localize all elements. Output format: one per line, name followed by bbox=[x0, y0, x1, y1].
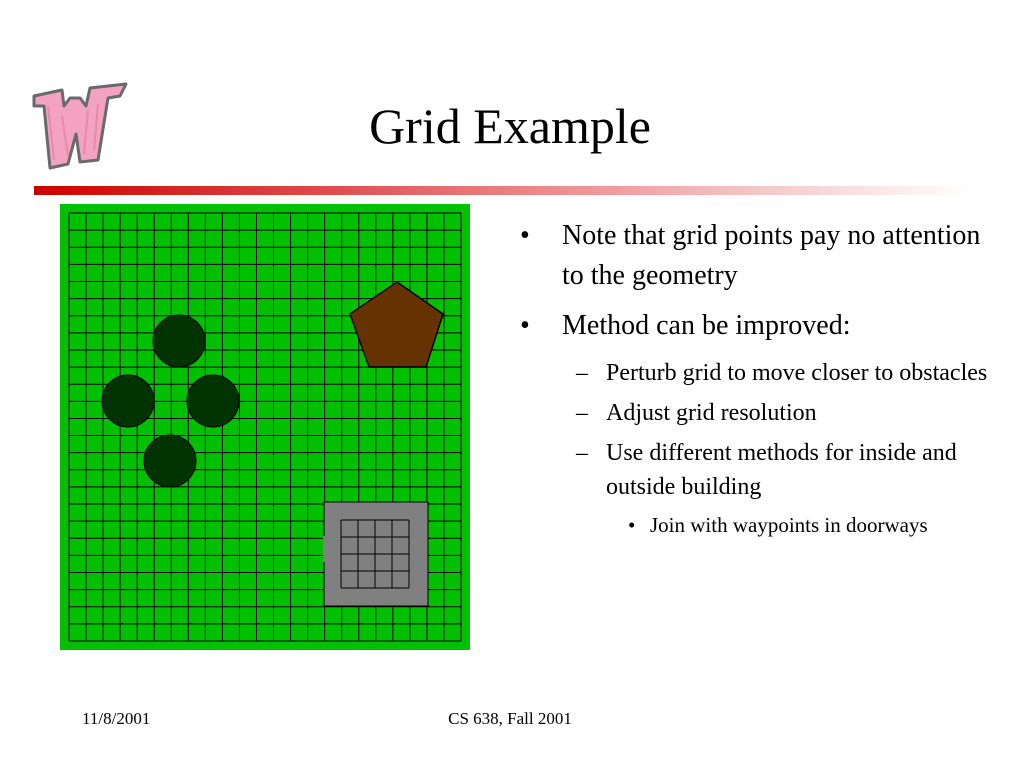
bullet-marker: • bbox=[520, 310, 530, 341]
sub-sub-bullet-item: • Join with waypoints in doorways bbox=[520, 510, 990, 540]
dash-marker: – bbox=[576, 360, 588, 386]
sub-bullet-text: Use different methods for inside and out… bbox=[606, 440, 957, 500]
sub-bullet-text: Perturb grid to move closer to obstacles bbox=[606, 360, 988, 386]
sub-bullet-text: Adjust grid resolution bbox=[606, 400, 817, 426]
obstacle-circle-top bbox=[152, 314, 206, 368]
bullet-text: Method can be improved: bbox=[562, 310, 851, 341]
w-logo-icon bbox=[32, 82, 128, 170]
bullet-item: • Method can be improved: bbox=[520, 306, 990, 346]
obstacle-circle-bottom bbox=[143, 434, 197, 488]
sub-bullet-item: – Use different methods for inside and o… bbox=[520, 436, 990, 504]
dash-marker: – bbox=[576, 400, 588, 426]
grid-figure bbox=[60, 204, 470, 650]
title-rule bbox=[34, 186, 970, 195]
bullet-marker: • bbox=[628, 513, 636, 537]
obstacle-circle-right bbox=[186, 374, 240, 428]
bullet-text: Note that grid points pay no attention t… bbox=[562, 220, 981, 291]
sub-bullet-item: – Perturb grid to move closer to obstacl… bbox=[520, 356, 990, 390]
sub-bullet-item: – Adjust grid resolution bbox=[520, 396, 990, 430]
bullet-list: • Note that grid points pay no attention… bbox=[520, 216, 990, 540]
building-doorway bbox=[323, 536, 326, 562]
dash-marker: – bbox=[576, 440, 588, 466]
bullet-marker: • bbox=[520, 220, 530, 251]
obstacle-pentagon bbox=[349, 281, 444, 368]
footer-course: CS 638, Fall 2001 bbox=[448, 709, 572, 728]
building-grid bbox=[340, 519, 410, 589]
sub-sub-bullet-text: Join with waypoints in doorways bbox=[650, 513, 928, 537]
footer-date: 11/8/2001 bbox=[82, 709, 151, 728]
obstacle-circle-left bbox=[101, 374, 155, 428]
bullet-item: • Note that grid points pay no attention… bbox=[520, 216, 990, 296]
slide-title: Grid Example bbox=[369, 98, 651, 154]
